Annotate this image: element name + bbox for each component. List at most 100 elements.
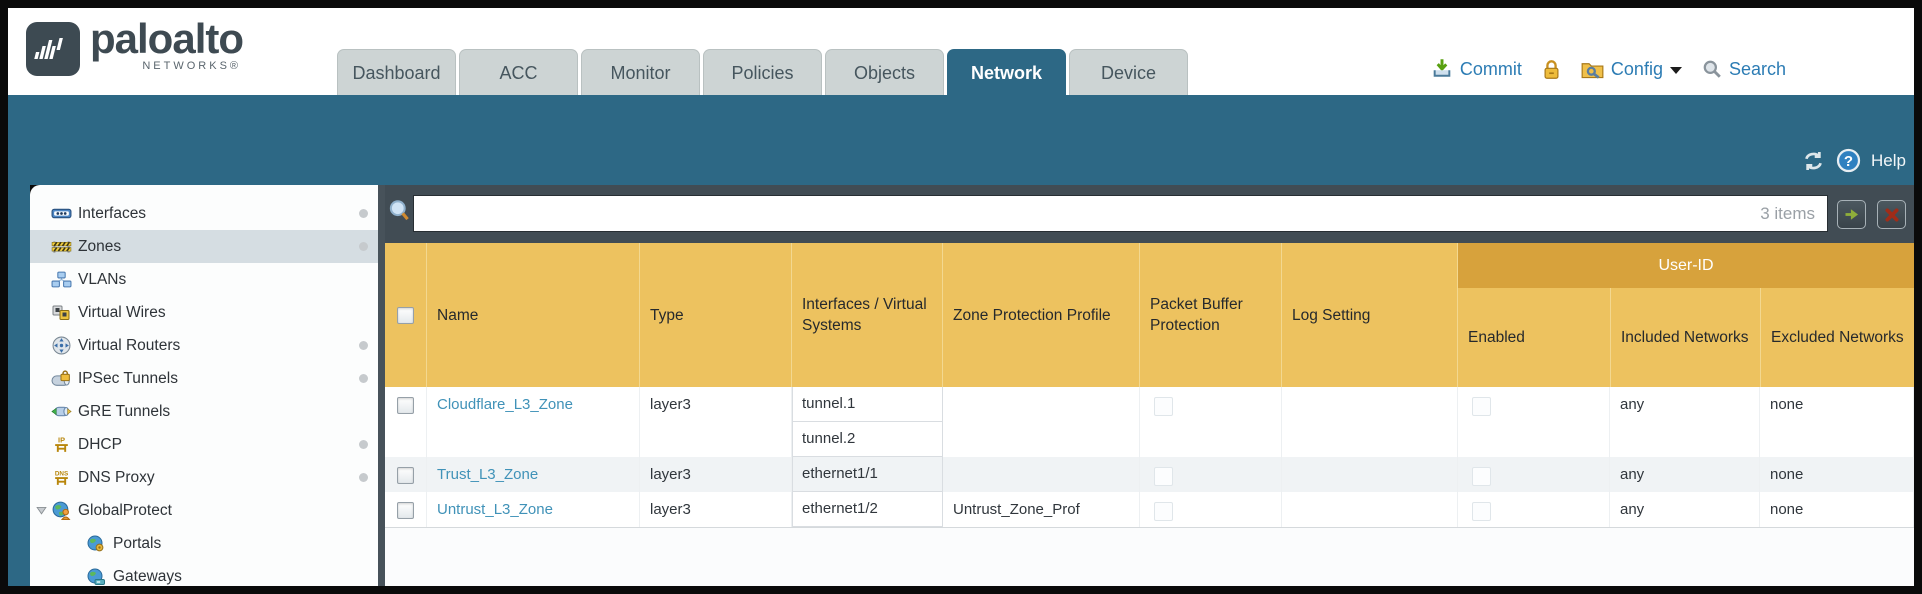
brand-name: paloalto [90, 15, 244, 62]
refresh-icon[interactable] [1801, 150, 1826, 172]
user-id-enabled-checkbox[interactable] [1472, 467, 1491, 486]
column-header-included-networks[interactable]: Included Networks [1610, 288, 1760, 387]
select-all-checkbox[interactable] [397, 306, 414, 324]
sidebar-divider [378, 185, 385, 586]
sidebar-item-globalprotect[interactable]: GlobalProtect [30, 494, 378, 527]
config-caret-down-icon[interactable] [1669, 67, 1682, 74]
utility-links: Commit Config [1431, 58, 1786, 80]
zone-type: layer3 [640, 387, 792, 457]
column-header-packet-buffer-protection[interactable]: Packet Buffer Protection [1140, 243, 1282, 387]
row-select-checkbox[interactable] [397, 502, 414, 519]
sidebar-item-label: DNS Proxy [78, 468, 155, 486]
sidebar-item-label: Virtual Wires [78, 303, 166, 321]
sidebar-item-label: Virtual Routers [78, 336, 181, 354]
status-dot [359, 440, 368, 449]
user-id-group-header: User-ID [1458, 243, 1914, 288]
column-header-zone-protection-profile[interactable]: Zone Protection Profile [943, 243, 1140, 387]
column-header-interfaces[interactable]: Interfaces / Virtual Systems [792, 243, 943, 387]
sidebar-item-label: IPSec Tunnels [78, 369, 178, 387]
row-select-checkbox[interactable] [397, 467, 414, 484]
sidebar-item-dns-proxy[interactable]: DNS DNS Proxy [30, 461, 378, 494]
virtual-routers-icon [50, 336, 72, 356]
gre-tunnels-icon [50, 402, 72, 422]
lock-icon [1542, 59, 1561, 80]
column-header-log-setting[interactable]: Log Setting [1282, 243, 1458, 387]
apply-filter-button[interactable] [1837, 200, 1866, 229]
table-header: Name Type Interfaces / Virtual Systems Z… [385, 243, 1914, 387]
items-count: 3 items [1760, 204, 1815, 223]
sidebar-item-ipsec-tunnels[interactable]: IPSec Tunnels [30, 362, 378, 395]
sidebar-item-portals[interactable]: Portals [30, 527, 378, 560]
sidebar-item-gre-tunnels[interactable]: GRE Tunnels [30, 395, 378, 428]
sidebar-item-virtual-wires[interactable]: Virtual Wires [30, 296, 378, 329]
zone-interfaces: ethernet1/1 [792, 457, 943, 492]
teal-band: ? Help [8, 95, 1914, 185]
svg-text:DNS: DNS [54, 470, 67, 477]
sidebar-item-label: DHCP [78, 435, 122, 453]
left-accent-strip [8, 185, 30, 586]
interface-value: ethernet1/2 [793, 492, 942, 527]
sidebar-item-label: GlobalProtect [78, 501, 172, 519]
tab-device[interactable]: Device [1069, 49, 1188, 95]
filter-input[interactable] [414, 196, 1827, 231]
clear-filter-button[interactable] [1877, 200, 1906, 229]
zone-type: layer3 [640, 492, 792, 527]
paloalto-logo: paloalto NETWORKS® [26, 15, 244, 76]
packet-buffer-protection-checkbox[interactable] [1154, 397, 1173, 416]
table-row: Cloudflare_L3_Zone layer3 tunnel.1 tunne… [385, 387, 1914, 457]
zone-name-link[interactable]: Untrust_L3_Zone [437, 501, 553, 518]
commit-link[interactable]: Commit [1459, 58, 1522, 79]
row-select-checkbox[interactable] [397, 397, 414, 414]
tab-network[interactable]: Network [947, 49, 1066, 95]
sidebar-item-interfaces[interactable]: Interfaces [30, 197, 378, 230]
user-id-enabled-checkbox[interactable] [1472, 397, 1491, 416]
svg-text:?: ? [1844, 153, 1853, 170]
help-link[interactable]: Help [1871, 150, 1906, 170]
sidebar-item-label: GRE Tunnels [78, 402, 171, 420]
expand-triangle-icon[interactable] [36, 505, 50, 516]
column-header-name[interactable]: Name [427, 243, 640, 387]
sidebar-item-label: Zones [78, 237, 122, 255]
sidebar-item-dhcp[interactable]: IP DHCP [30, 428, 378, 461]
sidebar-item-label: VLANs [78, 270, 127, 288]
table-row: Trust_L3_Zone layer3 ethernet1/1 any non… [385, 457, 1914, 492]
zone-interfaces: tunnel.1 tunnel.2 [792, 387, 943, 457]
included-networks: any [1610, 387, 1760, 457]
tab-dashboard[interactable]: Dashboard [337, 49, 456, 95]
search-link[interactable]: Search [1728, 58, 1786, 79]
column-header-excluded-networks[interactable]: Excluded Networks [1760, 288, 1914, 387]
filter-search-icon [388, 199, 411, 227]
paloalto-logo-icon [26, 22, 80, 76]
tab-acc[interactable]: ACC [459, 49, 578, 95]
config-link[interactable]: Config [1610, 58, 1663, 79]
dns-proxy-icon: DNS [50, 468, 72, 488]
globalprotect-icon [50, 501, 72, 521]
sidebar-item-gateways[interactable]: Gateways [30, 560, 378, 586]
sidebar-item-label: Interfaces [78, 204, 147, 222]
tab-objects[interactable]: Objects [825, 49, 944, 95]
sidebar-item-virtual-routers[interactable]: Virtual Routers [30, 329, 378, 362]
zone-name-link[interactable]: Trust_L3_Zone [437, 466, 539, 483]
log-setting [1282, 457, 1458, 492]
user-id-enabled-checkbox[interactable] [1472, 502, 1491, 521]
tab-policies[interactable]: Policies [703, 49, 822, 95]
top-bar: paloalto NETWORKS® Dashboard ACC Monitor… [8, 8, 1914, 95]
vlans-icon [50, 270, 72, 290]
zones-table-body: Cloudflare_L3_Zone layer3 tunnel.1 tunne… [385, 387, 1914, 528]
sidebar-item-vlans[interactable]: VLANs [30, 263, 378, 296]
tab-monitor[interactable]: Monitor [581, 49, 700, 95]
help-icon[interactable]: ? [1836, 148, 1861, 173]
interface-value: tunnel.2 [793, 422, 942, 457]
zone-interfaces: ethernet1/2 [792, 492, 943, 527]
column-header-enabled[interactable]: Enabled [1468, 329, 1525, 346]
zone-protection-profile [943, 387, 1140, 457]
packet-buffer-protection-checkbox[interactable] [1154, 467, 1173, 486]
status-dot [359, 374, 368, 383]
zone-protection-profile [943, 457, 1140, 492]
packet-buffer-protection-checkbox[interactable] [1154, 502, 1173, 521]
sidebar-item-zones[interactable]: Zones [30, 230, 378, 263]
zones-icon [50, 237, 72, 257]
zone-name-link[interactable]: Cloudflare_L3_Zone [437, 396, 573, 413]
column-header-type[interactable]: Type [640, 243, 792, 387]
